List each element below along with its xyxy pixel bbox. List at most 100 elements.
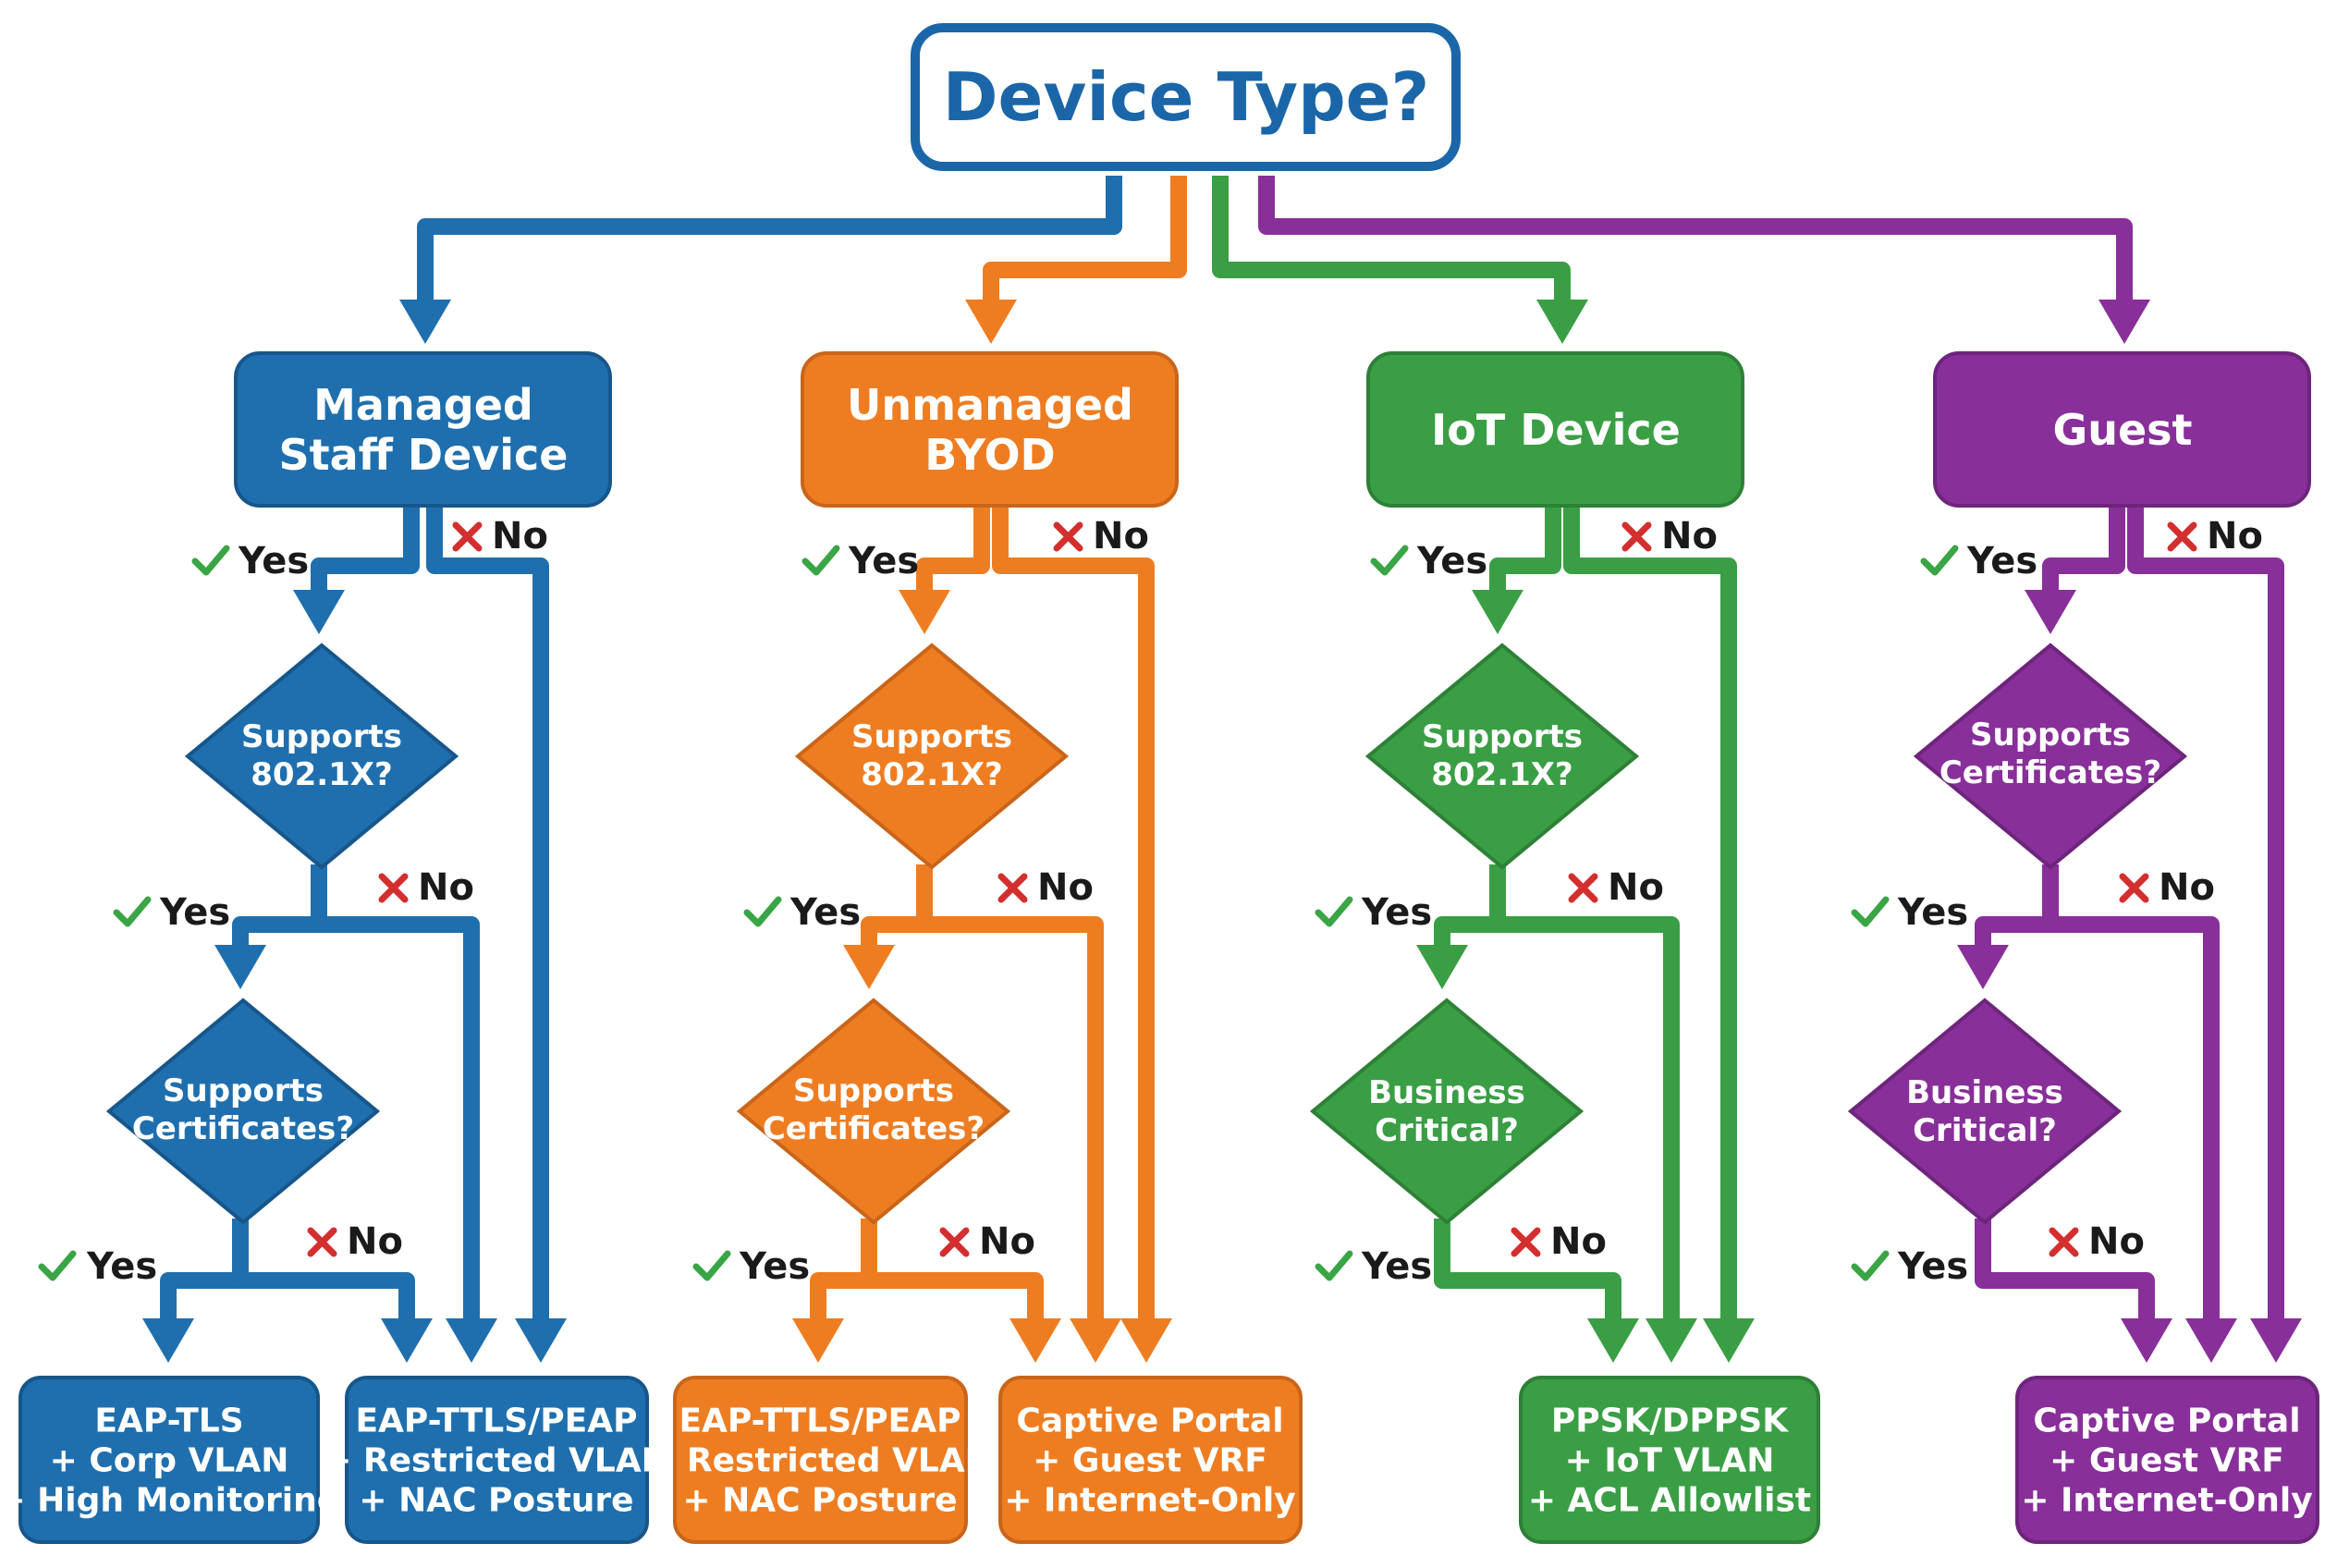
decision-managed-q2-shape — [105, 998, 381, 1225]
no-label: No — [2119, 866, 2215, 909]
no-label-text: No — [1093, 515, 1149, 557]
cross-icon — [2167, 521, 2197, 552]
decision-iot-q2[interactable]: Business Critical? — [1309, 998, 1585, 1225]
connector-guest-q2-no — [1975, 1219, 2172, 1363]
cross-icon — [997, 873, 1028, 903]
category-managed-label-line2: Staff Device — [278, 430, 568, 480]
decision-guest-q1[interactable]: Supports Certificates? — [1913, 643, 2188, 870]
outcome-iot-ppsk-box — [1519, 1376, 1820, 1544]
connectors — [142, 176, 2302, 1363]
connector-guest-q1-yes — [1957, 864, 2059, 989]
outcome-byod-eap-ttls-line2: + Restricted VLAN — [647, 1442, 993, 1480]
category-byod[interactable]: Unmanaged BYOD — [801, 351, 1179, 508]
cross-icon — [1568, 873, 1598, 903]
cross-icon — [2049, 1227, 2079, 1257]
no-label: No — [997, 866, 1094, 909]
decision-byod-q1-line2: 802.1X? — [861, 756, 1002, 793]
outcome-byod-eap-ttls-line3: + NAC Posture — [682, 1482, 957, 1520]
yes-label: Yes — [1315, 891, 1432, 934]
outcome-iot-ppsk-line3: + ACL Allowlist — [1528, 1482, 1811, 1520]
outcome-iot-ppsk-line2: + IoT VLAN — [1565, 1442, 1775, 1480]
no-label-text: No — [1661, 515, 1718, 557]
decision-byod-q1[interactable]: Supports 802.1X? — [794, 643, 1070, 870]
yes-label-text: Yes — [1897, 891, 1968, 934]
category-managed-box — [234, 351, 612, 508]
decision-byod-q2-line1: Supports — [793, 1072, 954, 1109]
connector-iot-q2-no — [1434, 1219, 1639, 1363]
outcome-guest-captive-portal[interactable]: Captive Portal + Guest VRF + Internet-On… — [2015, 1376, 2319, 1544]
no-label: No — [2049, 1220, 2145, 1263]
root-node[interactable]: Device Type? — [911, 23, 1461, 171]
check-icon — [801, 545, 840, 576]
outcome-guest-captive-portal-line1: Captive Portal — [2033, 1403, 2300, 1440]
connector-iot-q1-no — [1489, 864, 1697, 1363]
outcome-byod-captive-portal-line1: Captive Portal — [1016, 1403, 1283, 1440]
no-label: No — [2167, 515, 2263, 557]
category-guest-label: Guest — [2052, 405, 2192, 455]
no-label-text: No — [347, 1220, 403, 1263]
outcome-managed-eap-tls-line2: + Corp VLAN — [50, 1442, 289, 1480]
yes-label: Yes — [692, 1245, 810, 1288]
yes-label: Yes — [1920, 540, 2037, 582]
category-guest[interactable]: Guest — [1933, 351, 2311, 508]
no-label-text: No — [979, 1220, 1035, 1263]
check-icon — [113, 896, 152, 927]
yes-label: Yes — [191, 540, 309, 582]
decision-iot-q1-line2: 802.1X? — [1431, 756, 1572, 793]
outcome-byod-captive-portal-line3: + Internet-Only — [1004, 1482, 1295, 1520]
cross-icon — [1053, 521, 1083, 552]
decision-managed-q1-shape — [184, 643, 459, 870]
decision-managed-q2-line2: Certificates? — [132, 1110, 354, 1147]
check-icon — [1851, 896, 1890, 927]
connector-managed-q2-no — [232, 1219, 433, 1363]
yes-label-text: Yes — [1361, 1245, 1432, 1288]
outcome-managed-eap-ttls-line3: + NAC Posture — [359, 1482, 633, 1520]
decision-iot-q1[interactable]: Supports 802.1X? — [1364, 643, 1640, 870]
decision-byod-q2-shape — [736, 998, 1011, 1225]
check-icon — [743, 896, 782, 927]
cross-icon — [939, 1227, 970, 1257]
decision-guest-q1-line1: Supports — [1970, 717, 2131, 753]
yes-label-text: Yes — [86, 1245, 157, 1288]
decision-byod-q2[interactable]: Supports Certificates? — [736, 998, 1011, 1225]
outcome-guest-captive-portal-box — [2015, 1376, 2319, 1544]
decision-guest-q2[interactable]: Business Critical? — [1847, 998, 2123, 1225]
decision-byod-q2-line2: Certificates? — [763, 1110, 985, 1147]
connector-guest-yes — [2025, 507, 2125, 634]
yes-label: Yes — [38, 1245, 157, 1288]
decision-iot-q2-line2: Critical? — [1375, 1112, 1519, 1149]
connector-byod-yes — [899, 507, 990, 634]
category-managed-label-line1: Managed — [313, 380, 533, 430]
outcome-managed-eap-ttls-line1: EAP-TTLS/PEAP — [355, 1403, 637, 1440]
yes-label-text: Yes — [1966, 540, 2037, 582]
yes-label-text: Yes — [789, 891, 861, 934]
decision-byod-q1-shape — [794, 643, 1070, 870]
root-node-label: Device Type? — [943, 58, 1429, 136]
no-label-text: No — [2207, 515, 2263, 557]
outcome-managed-eap-ttls[interactable]: EAP-TTLS/PEAP + Restricted VLAN + NAC Po… — [324, 1376, 669, 1544]
outcome-iot-ppsk[interactable]: PPSK/DPPSK + IoT VLAN + ACL Allowlist — [1519, 1376, 1820, 1544]
decision-managed-q2[interactable]: Supports Certificates? — [105, 998, 381, 1225]
outcome-byod-eap-ttls[interactable]: EAP-TTLS/PEAP + Restricted VLAN + NAC Po… — [647, 1376, 993, 1544]
no-label-text: No — [1037, 866, 1094, 909]
outcome-guest-captive-portal-line2: + Guest VRF — [2049, 1442, 2284, 1480]
category-iot[interactable]: IoT Device — [1366, 351, 1744, 508]
outcome-byod-eap-ttls-line1: EAP-TTLS/PEAP — [679, 1403, 960, 1440]
no-label-text: No — [1550, 1220, 1607, 1263]
decision-guest-q2-line1: Business — [1906, 1074, 2063, 1111]
check-icon — [1315, 896, 1353, 927]
outcome-iot-ppsk-line1: PPSK/DPPSK — [1551, 1403, 1789, 1440]
yes-label: Yes — [1315, 1245, 1432, 1288]
cross-icon — [1511, 1227, 1541, 1257]
outcome-byod-captive-portal[interactable]: Captive Portal + Guest VRF + Internet-On… — [998, 1376, 1303, 1544]
decision-managed-q1[interactable]: Supports 802.1X? — [184, 643, 459, 870]
outcome-managed-eap-tls[interactable]: EAP-TLS + Corp VLAN + High Monitoring — [0, 1376, 341, 1544]
yes-label: Yes — [1370, 540, 1487, 582]
outcome-byod-captive-portal-line2: + Guest VRF — [1033, 1442, 1267, 1480]
no-label-text: No — [2159, 866, 2215, 909]
no-label: No — [307, 1220, 403, 1263]
category-managed[interactable]: Managed Staff Device — [234, 351, 612, 508]
connector-managed-no — [426, 507, 567, 1363]
outcome-managed-eap-tls-line3: + High Monitoring — [0, 1482, 341, 1520]
